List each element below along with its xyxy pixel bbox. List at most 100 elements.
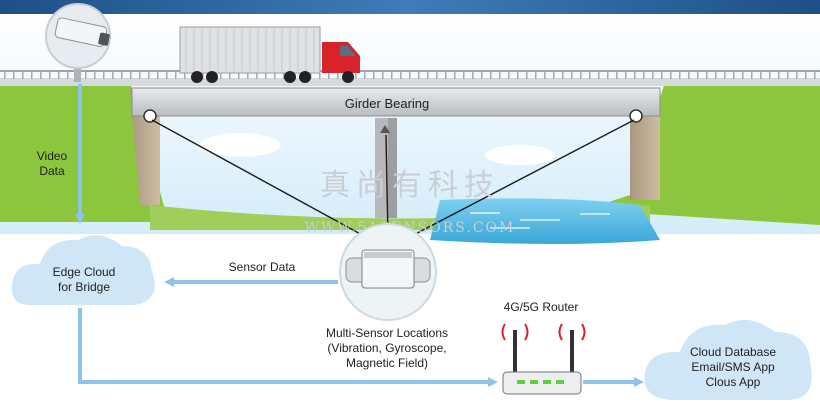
railing-post (805, 71, 807, 79)
sensor-locations-label-line2: (Vibration, Gyroscope, (327, 341, 446, 355)
railing-post (436, 71, 438, 79)
railing-post (688, 71, 690, 79)
railing-post (175, 71, 177, 79)
railing-post (553, 71, 555, 79)
railing-post (382, 71, 384, 79)
railing-post (202, 71, 204, 79)
sensor-top (364, 252, 412, 258)
railing-post (337, 71, 339, 79)
truck-window (340, 46, 356, 56)
railing-post (247, 71, 249, 79)
railing-post (220, 71, 222, 79)
railing-post (607, 71, 609, 79)
railing-post (499, 71, 501, 79)
trailer-ribs (185, 29, 315, 71)
railing-post (535, 71, 537, 79)
edge-cloud-label-line2: for Bridge (58, 280, 110, 294)
railing-post (796, 71, 798, 79)
railing-post (625, 71, 627, 79)
railing-post (238, 71, 240, 79)
railing-post (760, 71, 762, 79)
video-data-label-line2: Data (39, 164, 65, 178)
railing-post (400, 71, 402, 79)
railing-post (31, 71, 33, 79)
railing-post (643, 71, 645, 79)
railing-post (283, 71, 285, 79)
railing-post (778, 71, 780, 79)
video-data-label-line1: Video (37, 149, 68, 163)
railing-post (265, 71, 267, 79)
railing-post (706, 71, 708, 79)
railing-post (40, 71, 42, 79)
edge-to-router-arrow (78, 308, 498, 387)
railing-post (463, 71, 465, 79)
railing-post (751, 71, 753, 79)
railing-post (445, 71, 447, 79)
railing-post (679, 71, 681, 79)
cloud-database-label-line1: Cloud Database (690, 345, 776, 359)
railing-post (616, 71, 618, 79)
truck-wheel (206, 71, 218, 83)
flow-arrows (75, 84, 644, 387)
header-band (0, 0, 820, 14)
railing-post (733, 71, 735, 79)
truck-wheel (299, 71, 311, 83)
railing-post (472, 71, 474, 79)
water-ripples (470, 212, 610, 229)
railing-post (310, 71, 312, 79)
railing-post (274, 71, 276, 79)
left-bearing-sensor (143, 109, 157, 123)
railing-post (166, 71, 168, 79)
railing-post (589, 71, 591, 79)
railing-post (418, 71, 420, 79)
camera-lens (98, 32, 110, 46)
sensor-body (361, 249, 415, 289)
railing-post (814, 71, 816, 79)
railing-post (517, 71, 519, 79)
railing-post (355, 71, 357, 79)
sensor-locations-label-line1: Multi-Sensor Locations (326, 326, 448, 340)
railing-post (184, 71, 186, 79)
railing-post (121, 71, 123, 79)
railing-post (715, 71, 717, 79)
railing-post (58, 71, 60, 79)
sensor-lines (151, 119, 635, 243)
truck (179, 26, 360, 83)
right-bearing-sensor (629, 109, 643, 123)
bridge-railing (0, 70, 820, 79)
railing-post (724, 71, 726, 79)
center-pier-shade (388, 118, 397, 218)
railing-post (139, 71, 141, 79)
girder-bearing-label: Girder Bearing (345, 96, 430, 111)
truck-wheel (342, 71, 354, 83)
wifi-signal-right (558, 323, 586, 341)
railing-post (454, 71, 456, 79)
multi-sensor-device (339, 223, 437, 321)
railing-post (571, 71, 573, 79)
railing-post (22, 71, 24, 79)
railing-post (427, 71, 429, 79)
truck-wheel (191, 71, 203, 83)
railing-post (229, 71, 231, 79)
cloud-database-label-line2: Email/SMS App (691, 360, 775, 374)
sensor-data-label: Sensor Data (229, 260, 296, 274)
railing-post (652, 71, 654, 79)
railing-post (256, 71, 258, 79)
camera-pole (74, 60, 81, 82)
sky-cloud (200, 133, 280, 157)
railing-post (328, 71, 330, 79)
girder (131, 87, 661, 117)
watermark-cn: 真尚有科技 (320, 168, 500, 203)
railing-post (598, 71, 600, 79)
railing-post (391, 71, 393, 79)
router-antenna-left (513, 330, 517, 374)
railing-post (670, 71, 672, 79)
wifi-signal-left (501, 323, 529, 341)
railing-post (481, 71, 483, 79)
sky-cloud (485, 145, 555, 165)
edge-cloud-shape (11, 235, 155, 305)
railing-post (409, 71, 411, 79)
pier-pointer (380, 125, 390, 133)
railing-post (580, 71, 582, 79)
